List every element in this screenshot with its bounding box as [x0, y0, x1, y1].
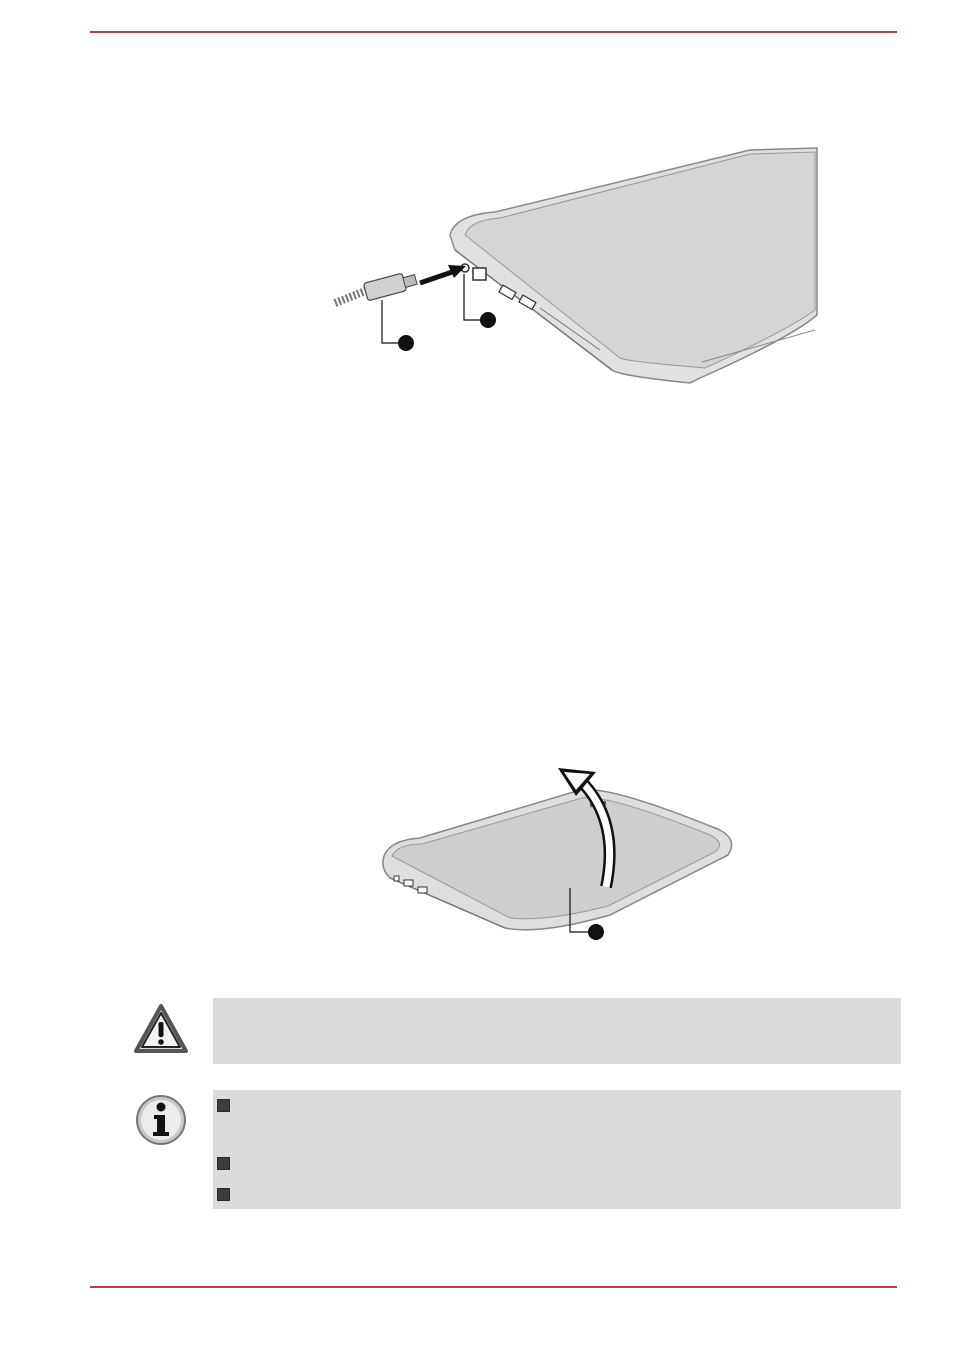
info-note-box: [213, 1090, 901, 1209]
warning-note-box: [213, 998, 901, 1064]
open-display-panel-illustration: [382, 768, 733, 940]
info-bullet-1: [217, 1099, 230, 1112]
ac-adaptor-connection-illustration: [333, 147, 818, 384]
info-bullet-3: [217, 1188, 230, 1201]
header-rule: [90, 31, 897, 33]
info-icon: [136, 1095, 186, 1145]
footer-rule: [90, 1286, 897, 1288]
warning-triangle-icon: [134, 1004, 188, 1053]
info-bullet-2: [217, 1157, 230, 1170]
